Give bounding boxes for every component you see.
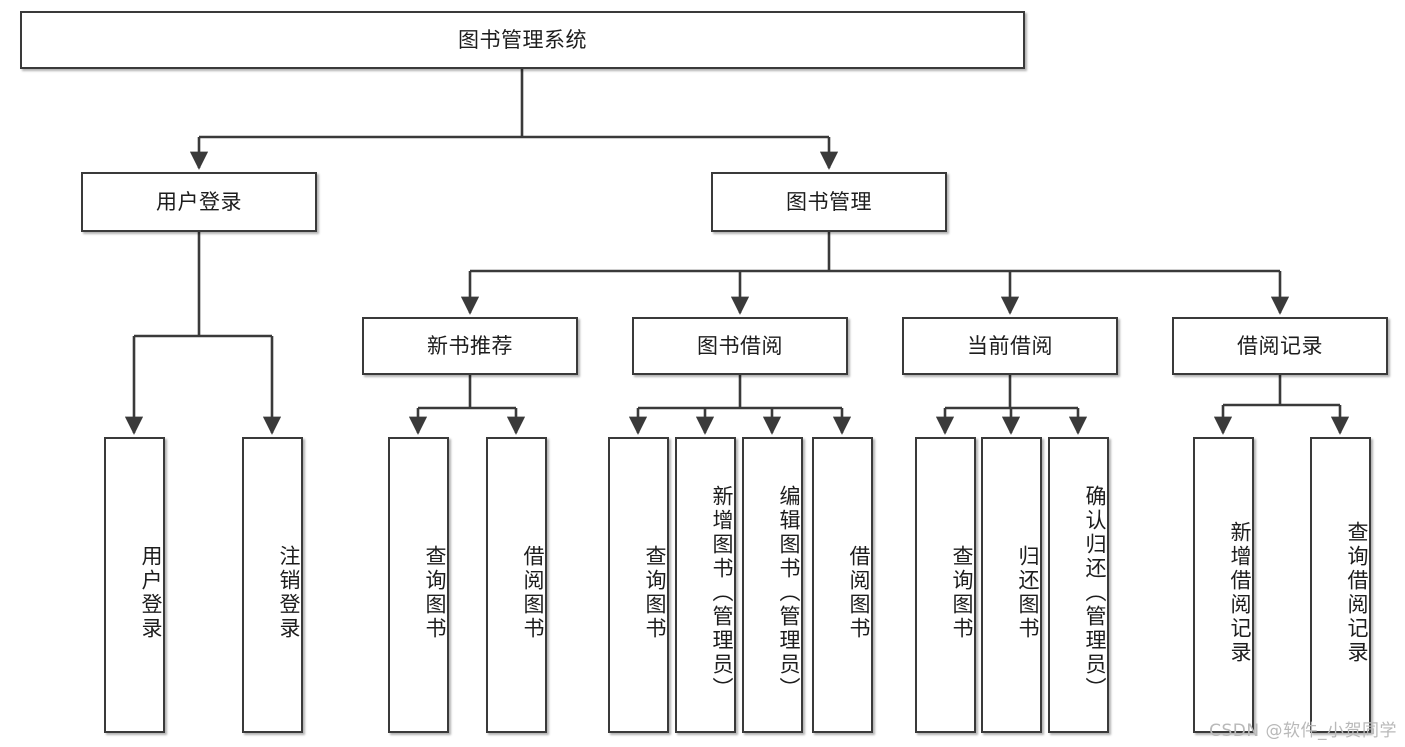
node-root[interactable]: 图书管理系统 [20,11,1025,69]
node-book-borrow[interactable]: 图书借阅 [632,317,848,375]
node-leaf-borrow-book[interactable]: 借阅图书 [812,437,873,733]
node-borrow-record-label: 借阅记录 [1237,333,1323,358]
node-root-label: 图书管理系统 [458,27,587,52]
node-current-borrow[interactable]: 当前借阅 [902,317,1118,375]
node-leaf-edit-book-admin[interactable]: 编辑图书（管理员） [742,437,803,733]
node-leaf-query-borrow-record-label: 查询借阅记录 [1345,521,1369,665]
node-leaf-edit-book-admin-label: 编辑图书（管理员） [777,485,801,701]
node-leaf-borrow-book-new[interactable]: 借阅图书 [486,437,547,733]
node-user-login[interactable]: 用户登录 [81,172,317,232]
node-leaf-return-book-label: 归还图书 [1016,545,1040,641]
node-leaf-add-borrow-record[interactable]: 新增借阅记录 [1193,437,1254,733]
node-leaf-query-book-borrow-label: 查询图书 [643,545,667,641]
node-leaf-confirm-return-admin-label: 确认归还（管理员） [1083,485,1107,701]
node-current-borrow-label: 当前借阅 [967,333,1053,358]
node-leaf-query-book-borrow[interactable]: 查询图书 [608,437,669,733]
node-leaf-return-book[interactable]: 归还图书 [981,437,1042,733]
node-leaf-borrow-book-label: 借阅图书 [847,545,871,641]
node-leaf-user-login[interactable]: 用户登录 [104,437,165,733]
node-new-book-recommend-label: 新书推荐 [427,333,513,358]
node-new-book-recommend[interactable]: 新书推荐 [362,317,578,375]
node-leaf-query-borrow-record[interactable]: 查询借阅记录 [1310,437,1371,733]
node-leaf-borrow-book-new-label: 借阅图书 [521,545,545,641]
node-leaf-logout[interactable]: 注销登录 [242,437,303,733]
node-leaf-query-book-current[interactable]: 查询图书 [915,437,976,733]
node-book-manage-label: 图书管理 [786,189,872,214]
node-book-borrow-label: 图书借阅 [697,333,783,358]
node-leaf-query-book-new[interactable]: 查询图书 [388,437,449,733]
node-book-manage[interactable]: 图书管理 [711,172,947,232]
node-leaf-logout-label: 注销登录 [277,545,301,641]
node-leaf-add-borrow-record-label: 新增借阅记录 [1228,521,1252,665]
node-leaf-query-book-current-label: 查询图书 [950,545,974,641]
node-leaf-add-book-admin[interactable]: 新增图书（管理员） [675,437,736,733]
node-user-login-label: 用户登录 [156,189,242,214]
node-borrow-record[interactable]: 借阅记录 [1172,317,1388,375]
node-leaf-query-book-new-label: 查询图书 [423,545,447,641]
node-leaf-add-book-admin-label: 新增图书（管理员） [710,485,734,701]
node-leaf-confirm-return-admin[interactable]: 确认归还（管理员） [1048,437,1109,733]
csdn-watermark: CSDN @软件_小贺同学 [1209,721,1397,741]
node-leaf-user-login-label: 用户登录 [139,545,163,641]
